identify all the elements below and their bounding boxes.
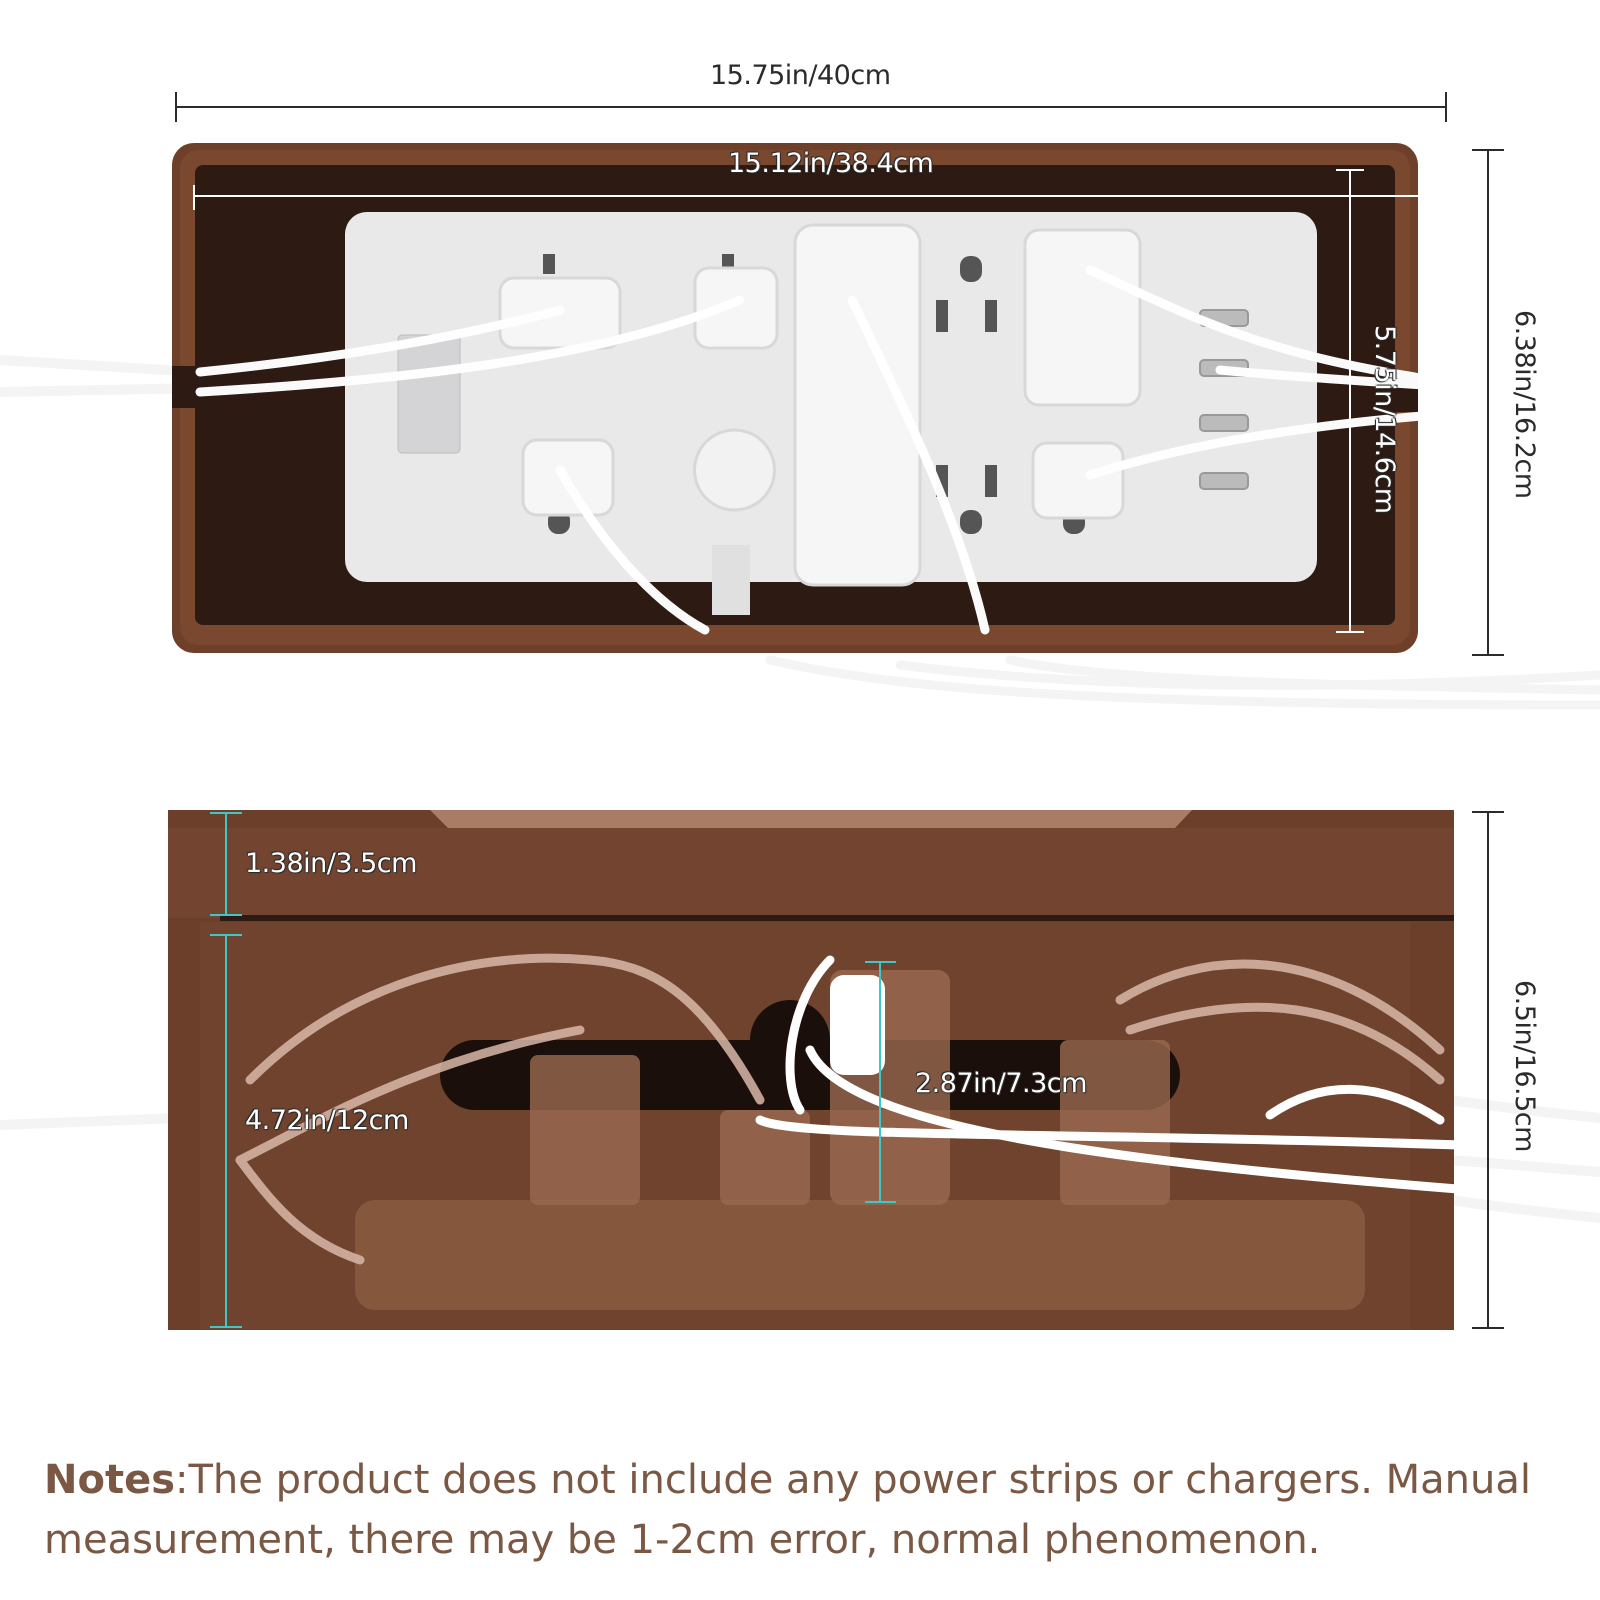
- label-body-height: 4.72in/12cm: [245, 1105, 409, 1136]
- label-total-height: 6.5in/16.5cm: [1509, 980, 1540, 1152]
- label-outer-width: 15.75in/40cm: [710, 60, 891, 91]
- label-lid-height: 1.38in/3.5cm: [245, 848, 417, 879]
- top-view-illustration: [0, 92, 1600, 710]
- label-inner-width: 15.12in/38.4cm: [728, 148, 934, 179]
- dim-inner-depth-line: [1336, 169, 1364, 633]
- notes-paragraph: Notes:The product does not include any p…: [44, 1450, 1564, 1570]
- dim-outer-depth-line: [1472, 149, 1504, 656]
- label-slot-height: 2.87in/7.3cm: [915, 1068, 1087, 1099]
- dim-inner-width-line: [193, 185, 1425, 210]
- dim-lid-height-marker: [210, 812, 242, 916]
- label-outer-depth: 6.38in/16.2cm: [1509, 310, 1540, 499]
- side-box-lid: [168, 828, 1454, 918]
- label-inner-depth: 5.75in/14.6cm: [1369, 325, 1400, 514]
- dim-slot-height-marker: [865, 961, 896, 1203]
- notes-label: Notes: [44, 1457, 176, 1503]
- dim-total-height-line: [1472, 811, 1504, 1329]
- notes-text: :The product does not include any power …: [44, 1457, 1531, 1563]
- top-cables-left: [0, 355, 205, 397]
- dim-outer-width-line: [175, 92, 1447, 122]
- dim-body-height-marker: [210, 934, 242, 1328]
